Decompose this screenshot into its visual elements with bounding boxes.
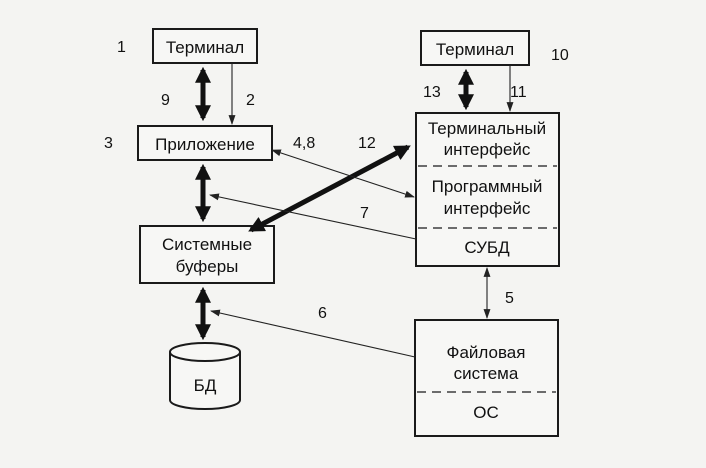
step-label-11: 11	[510, 84, 527, 101]
arrow-7-dbms-to-application-buffers	[209, 193, 417, 240]
file-system-label-line2: система	[454, 364, 519, 383]
system-buffers-node: Системные буферы	[139, 225, 275, 284]
system-buffers-label-line1: Системные	[162, 235, 252, 254]
file-system-node: Файловая система ОС	[414, 319, 559, 437]
program-interface-label-line1: Программный	[432, 177, 543, 196]
database-node: БД	[169, 342, 241, 410]
application-node: Приложение	[137, 125, 273, 161]
step-label-2: 2	[246, 92, 255, 109]
terminal-interface-label-line1: Терминальный	[428, 119, 546, 138]
step-label-13: 13	[423, 84, 441, 101]
step-label-7: 7	[360, 205, 369, 222]
left-terminal-node: Терминал	[152, 28, 258, 64]
dbms-node: Терминальный интерфейс Программный интер…	[415, 112, 560, 267]
left-terminal-label: Терминал	[166, 38, 244, 57]
database-label: БД	[194, 376, 217, 395]
step-label-6: 6	[318, 305, 327, 322]
step-label-9: 9	[161, 92, 170, 109]
arrow-6-file-system-to-buffers	[210, 309, 416, 358]
os-label: ОС	[473, 403, 499, 422]
step-label-12: 12	[358, 135, 376, 152]
step-label-10: 10	[551, 47, 569, 64]
arrow-12-buffers-dbms	[248, 144, 411, 233]
right-terminal-node: Терминал	[420, 30, 530, 66]
step-label-3: 3	[104, 135, 113, 152]
system-buffers-label-line2: буферы	[176, 257, 239, 276]
step-label-4-8: 4,8	[293, 135, 315, 152]
dbms-label: СУБД	[464, 238, 510, 257]
application-label: Приложение	[155, 135, 255, 154]
step-label-1: 1	[117, 39, 126, 56]
terminal-interface-label-line2: интерфейс	[444, 140, 531, 159]
right-terminal-label: Терминал	[436, 40, 514, 59]
program-interface-label-line2: интерфейс	[444, 199, 531, 218]
file-system-label-line1: Файловая	[447, 343, 526, 362]
step-label-5: 5	[505, 290, 514, 307]
arrow-48-application-dbms	[271, 149, 415, 198]
